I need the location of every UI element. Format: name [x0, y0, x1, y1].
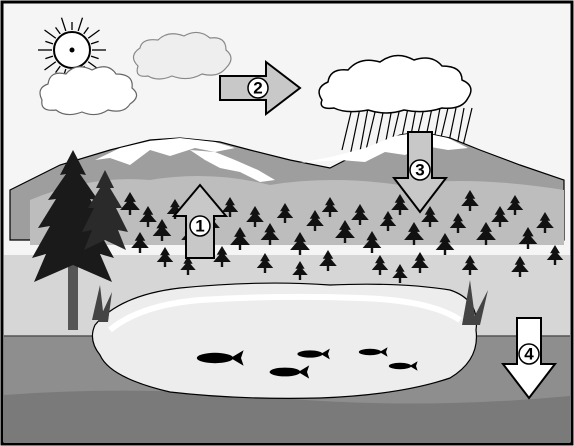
lake — [92, 283, 476, 398]
label-3: 3 — [415, 161, 424, 180]
label-1: 1 — [195, 217, 204, 236]
label-2: 2 — [253, 79, 262, 98]
cloud-icon — [40, 67, 137, 115]
label-4: 4 — [524, 345, 534, 364]
